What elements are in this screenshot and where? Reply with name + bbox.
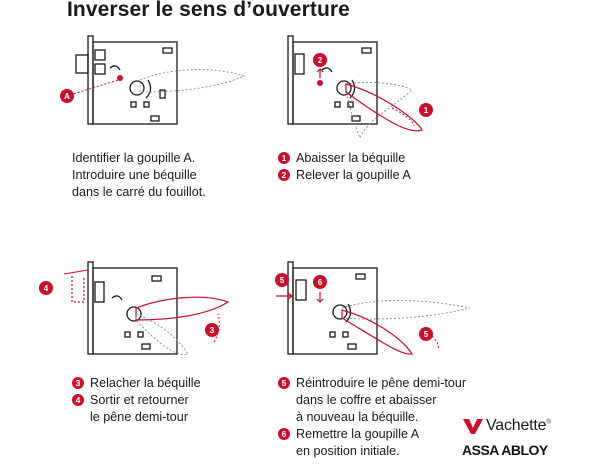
handle-outline xyxy=(139,69,246,93)
pin-up-arrow xyxy=(316,68,324,78)
step-4: 4 Sortir et retourner xyxy=(72,392,201,409)
assa-abloy-wordmark: ASSA ABLOY xyxy=(462,442,548,458)
brand-logos: Vachette® ASSA ABLOY xyxy=(462,414,567,458)
step-number-badge: 5 xyxy=(278,377,290,389)
registered-mark: ® xyxy=(546,419,551,426)
handle-lowered xyxy=(345,83,423,132)
step-text: Réintroduire le pêne demi-tour xyxy=(296,376,467,390)
lower-arrow xyxy=(431,335,439,351)
step-2-marker-label: 2 xyxy=(318,56,323,65)
step-3-marker-label: 3 xyxy=(210,326,215,335)
pin-a-marker-icon xyxy=(60,89,74,103)
step-6: 6 Remettre la goupille A xyxy=(278,426,466,443)
pin-a-location xyxy=(117,75,123,81)
handle-released xyxy=(135,296,230,321)
vachette-logo: Vachette® xyxy=(462,414,567,438)
step-1-marker-icon xyxy=(419,103,433,117)
caption-steps-1-2: 1 Abaisser la béquille 2 Relever la goup… xyxy=(278,150,411,184)
insert-arrow xyxy=(276,292,293,300)
step-2: 2 Relever la goupille A xyxy=(278,167,411,184)
lock-diagram-lower-handle: 1 2 xyxy=(287,35,433,140)
step-number-badge: 6 xyxy=(278,428,290,440)
page-title: Inverser le sens d’ouverture xyxy=(67,0,350,21)
handle-outline xyxy=(135,313,189,356)
step-text: Remettre la goupille A xyxy=(296,427,420,441)
step-number-badge: 4 xyxy=(72,394,84,406)
lock-diagram-flip-latch: 4 3 xyxy=(39,261,230,356)
step-5-continuation: à nouveau la béquille. xyxy=(296,410,419,424)
step-4-marker-icon xyxy=(39,281,53,295)
step-4-continuation: le pêne demi-tour xyxy=(90,410,189,424)
step-5-marker-label: 5 xyxy=(280,276,285,285)
vachette-wordmark: Vachette® xyxy=(486,417,551,435)
caption-line: Identifier la goupille A. xyxy=(72,151,196,165)
handle-outline xyxy=(345,81,413,140)
pin-a-marker-label: A xyxy=(64,92,70,101)
caption-steps-3-4: 3 Relacher la béquille 4 Sortir et retou… xyxy=(72,375,201,426)
vachette-v-icon xyxy=(463,419,483,434)
step-1-marker-label: 1 xyxy=(424,106,429,115)
step-text: Relacher la béquille xyxy=(90,376,201,390)
pin-down-arrow xyxy=(316,292,324,303)
step-text: Sortir et retourner xyxy=(90,393,189,407)
latch-flip-arrow xyxy=(63,269,89,275)
step-2-marker-icon xyxy=(313,53,327,67)
step-3: 3 Relacher la béquille xyxy=(72,375,201,392)
pin-a-location xyxy=(317,80,323,86)
step-5-marker-icon xyxy=(275,273,289,287)
step-number-badge: 1 xyxy=(278,152,290,164)
lock-diagram-identify-pin: A xyxy=(60,35,246,125)
step-1: 1 Abaisser la béquille xyxy=(278,150,411,167)
caption-identify-pin: Identifier la goupille A. Introduire une… xyxy=(72,150,206,201)
step-number-badge: 3 xyxy=(72,377,84,389)
vachette-text: Vachette xyxy=(486,417,547,434)
step-5-continuation: dans le coffre et abaisser xyxy=(296,393,437,407)
step-5: 5 Réintroduire le pêne demi-tour xyxy=(278,375,466,392)
step-text: Abaisser la béquille xyxy=(296,151,406,165)
pin-a-pointer xyxy=(69,79,119,96)
lock-case xyxy=(87,261,178,355)
caption-line: Introduire une béquille xyxy=(72,168,197,182)
step-text: Relever la goupille A xyxy=(296,168,411,182)
step-5-marker-label-handle: 5 xyxy=(424,330,429,339)
step-3-marker-icon xyxy=(205,323,219,337)
lock-diagram-reinsert-latch: 5 6 5 xyxy=(275,261,471,355)
caption-line: dans le carré du fouillot. xyxy=(72,185,206,199)
lock-case xyxy=(287,35,378,125)
step-number-badge: 2 xyxy=(278,169,290,181)
lock-case xyxy=(287,261,378,355)
step-6-marker-label: 6 xyxy=(318,278,323,287)
caption-steps-5-6: 5 Réintroduire le pêne demi-tour dans le… xyxy=(278,375,466,460)
step-6-marker-icon xyxy=(313,275,327,289)
handle-lowered xyxy=(341,309,413,355)
latch-bolt-outline xyxy=(71,276,85,303)
lock-case xyxy=(75,35,178,125)
step-5-marker-icon-handle xyxy=(419,327,433,341)
step-6-continuation: en position initiale. xyxy=(296,444,400,458)
step-4-marker-label: 4 xyxy=(44,284,49,293)
